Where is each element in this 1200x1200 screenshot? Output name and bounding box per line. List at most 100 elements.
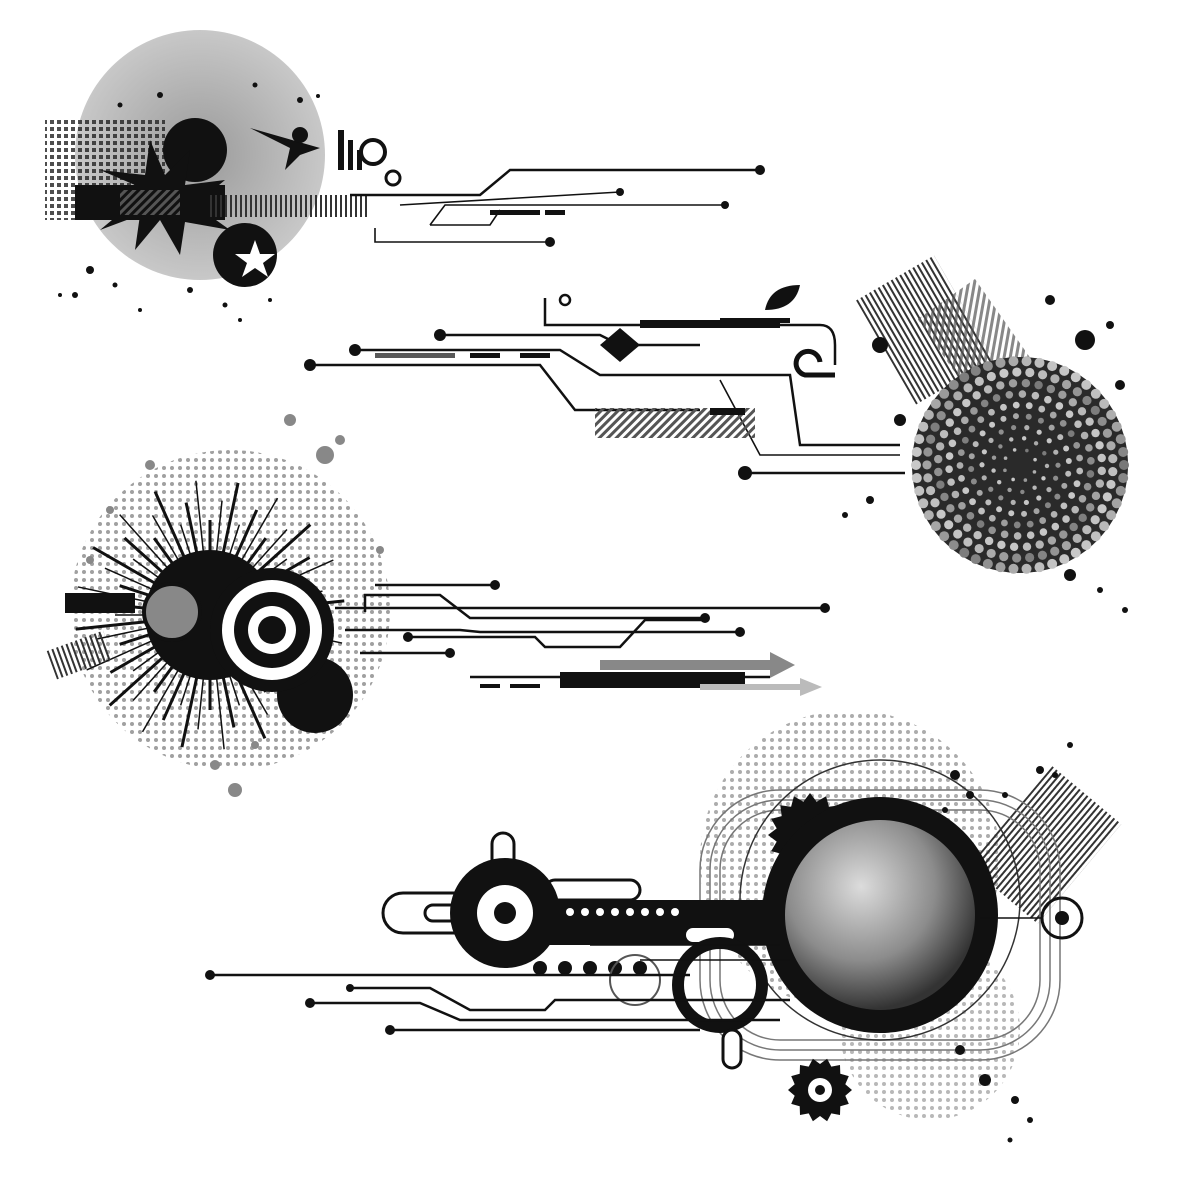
ink-splatter: [842, 295, 1128, 613]
spiral-dot: [1026, 531, 1035, 539]
spiral-dot: [958, 474, 965, 482]
spiral-dot: [930, 398, 941, 409]
spiral-dot: [985, 499, 992, 506]
circuit-line: [350, 986, 790, 1012]
spiral-dot: [970, 478, 977, 485]
spiral-dot: [1081, 540, 1092, 551]
spiral-dot: [1073, 441, 1081, 449]
spiral-dot: [1025, 413, 1032, 420]
spiral-dot: [953, 529, 963, 539]
circuit-line: [355, 348, 900, 447]
spiral-dot: [1091, 428, 1100, 438]
gray-ring: [142, 582, 202, 642]
spiral-dot: [1023, 499, 1029, 506]
spiral-dot: [1082, 525, 1092, 535]
spiral-dot: [1078, 513, 1087, 523]
spiral-dot: [1087, 457, 1095, 465]
spiral-sphere: [912, 357, 1128, 573]
spiral-dot: [1065, 457, 1072, 464]
circuit-line: [310, 1001, 780, 1022]
spiral-dot: [984, 536, 994, 546]
spiral-dot: [1048, 424, 1055, 431]
spiral-dot: [946, 504, 955, 513]
spiral-dot: [936, 480, 945, 489]
spiral-dot: [1036, 429, 1042, 435]
spiral-dot: [1008, 510, 1015, 517]
spiral-dot: [1032, 485, 1037, 490]
spiral-dot: [988, 514, 996, 522]
dash-segment: [520, 353, 550, 358]
spiral-dot: [966, 512, 975, 520]
spiral-dot: [1000, 415, 1007, 422]
spiral-dot: [998, 444, 1003, 449]
spiral-dot: [1097, 504, 1107, 514]
spiral-dot: [988, 526, 996, 535]
arrow-right-icon: [700, 678, 822, 696]
spiral-dot: [1012, 367, 1022, 377]
main-bar: [545, 900, 785, 945]
spiral-dot: [934, 454, 943, 464]
spiral-dot: [953, 407, 962, 417]
spiral-dot: [923, 510, 934, 521]
spiral-dot: [1097, 466, 1106, 476]
circuit-line: [399, 191, 621, 206]
circuit-line: [374, 228, 550, 243]
spiral-dot: [944, 520, 954, 530]
spiral-dot: [1059, 554, 1070, 565]
spiral-dot: [1078, 494, 1087, 503]
spiral-dot: [926, 434, 936, 444]
spiral-dot: [1039, 517, 1047, 524]
spiral-dot: [1106, 479, 1116, 490]
spiral-dot: [961, 416, 969, 425]
spiral-dot: [1086, 470, 1095, 478]
spiral-dot: [1058, 390, 1067, 399]
capsule-bar: [543, 878, 642, 902]
spiral-dot: [953, 391, 963, 401]
mid-ring-thin: [609, 954, 661, 1006]
spiral-dot: [936, 411, 946, 421]
spiral-dot: [1070, 547, 1081, 558]
spiral-dot: [951, 490, 960, 499]
spiral-dot: [1054, 493, 1061, 500]
circuit-line: [310, 363, 700, 412]
spiral-dot: [1099, 398, 1110, 409]
spiral-dot: [1059, 365, 1070, 376]
spiral-dot: [1097, 416, 1107, 427]
circuit-node: [305, 998, 315, 1008]
spiral-dot: [1031, 391, 1040, 400]
spiral-dot: [922, 460, 932, 470]
spiral-dot: [1007, 487, 1012, 493]
circuit-node: [616, 188, 624, 196]
spiral-dot: [945, 418, 954, 427]
spiral-dot: [1037, 550, 1048, 560]
spiral-dot: [997, 540, 1006, 550]
spiral-dot: [1063, 445, 1070, 452]
spiral-dot: [956, 462, 964, 469]
spiral-dot: [1080, 431, 1089, 440]
spiral-dot: [1025, 367, 1035, 378]
small-ring: [359, 138, 387, 166]
spiral-dot: [976, 520, 985, 528]
spiral-dot: [1012, 553, 1022, 563]
target-center: [1055, 911, 1069, 925]
spiral-dot: [1069, 522, 1078, 532]
spiral-dot: [911, 446, 922, 457]
skyline-bar: [338, 130, 344, 170]
spiral-dot: [1118, 446, 1129, 457]
circuit-group-target: [46, 414, 830, 797]
ink-splatter: [58, 82, 320, 322]
spiral-dot: [923, 473, 933, 483]
spiral-dot: [914, 485, 925, 496]
spiral-dot: [1012, 401, 1020, 409]
spiral-dot: [1083, 482, 1092, 491]
spiral-dot: [988, 408, 995, 416]
striped-wedge: [46, 630, 114, 680]
gray-splatter: [86, 414, 384, 797]
spiral-dot: [1072, 387, 1082, 397]
spiral-dot: [934, 467, 943, 477]
spiral-dot: [1000, 403, 1007, 411]
bar-dots: [566, 908, 679, 916]
spiral-dot: [1091, 491, 1101, 501]
spiral-dot: [1011, 424, 1017, 431]
